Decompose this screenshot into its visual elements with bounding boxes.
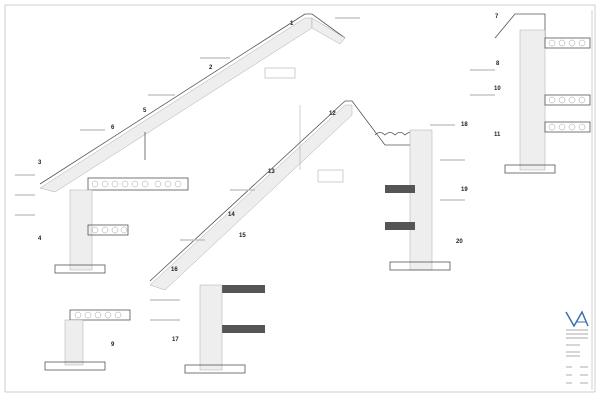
roof-section-middle	[149, 100, 451, 374]
annotations	[15, 17, 495, 321]
detail-number: 4	[38, 236, 42, 242]
detail-numbers: 1 2 3 4 5 6 7 8 9 10 11 12 13 14 15 16 1…	[38, 14, 501, 348]
hollow-core-slab	[87, 177, 189, 191]
detail-number: 20	[456, 239, 463, 245]
detail-number: 8	[496, 61, 500, 67]
roof-section-left	[39, 13, 346, 274]
detail-number: 13	[268, 169, 275, 175]
detail-number: 18	[461, 122, 468, 128]
detail-number: 10	[494, 86, 501, 92]
detail-number: 16	[171, 267, 178, 273]
eaves-section-right	[494, 13, 591, 174]
wall	[409, 129, 433, 271]
detail-number: 15	[239, 233, 246, 239]
sheet-border	[4, 4, 596, 393]
detail-number: 14	[228, 212, 235, 218]
detail-number: 11	[494, 132, 501, 138]
detail-number: 7	[495, 14, 499, 20]
detail-number: 19	[461, 187, 468, 193]
detail-number: 3	[38, 160, 42, 166]
wall	[69, 189, 93, 271]
detail-number: 9	[111, 342, 115, 348]
detail-number: 6	[111, 125, 115, 131]
detail-number: 2	[209, 65, 213, 71]
title-block	[565, 10, 593, 390]
logo	[565, 310, 589, 328]
detail-number: 12	[329, 111, 336, 117]
foundation-detail	[44, 309, 131, 371]
detail-number: 1	[290, 21, 294, 27]
detail-number: 17	[172, 337, 179, 343]
detail-number: 5	[143, 108, 147, 114]
